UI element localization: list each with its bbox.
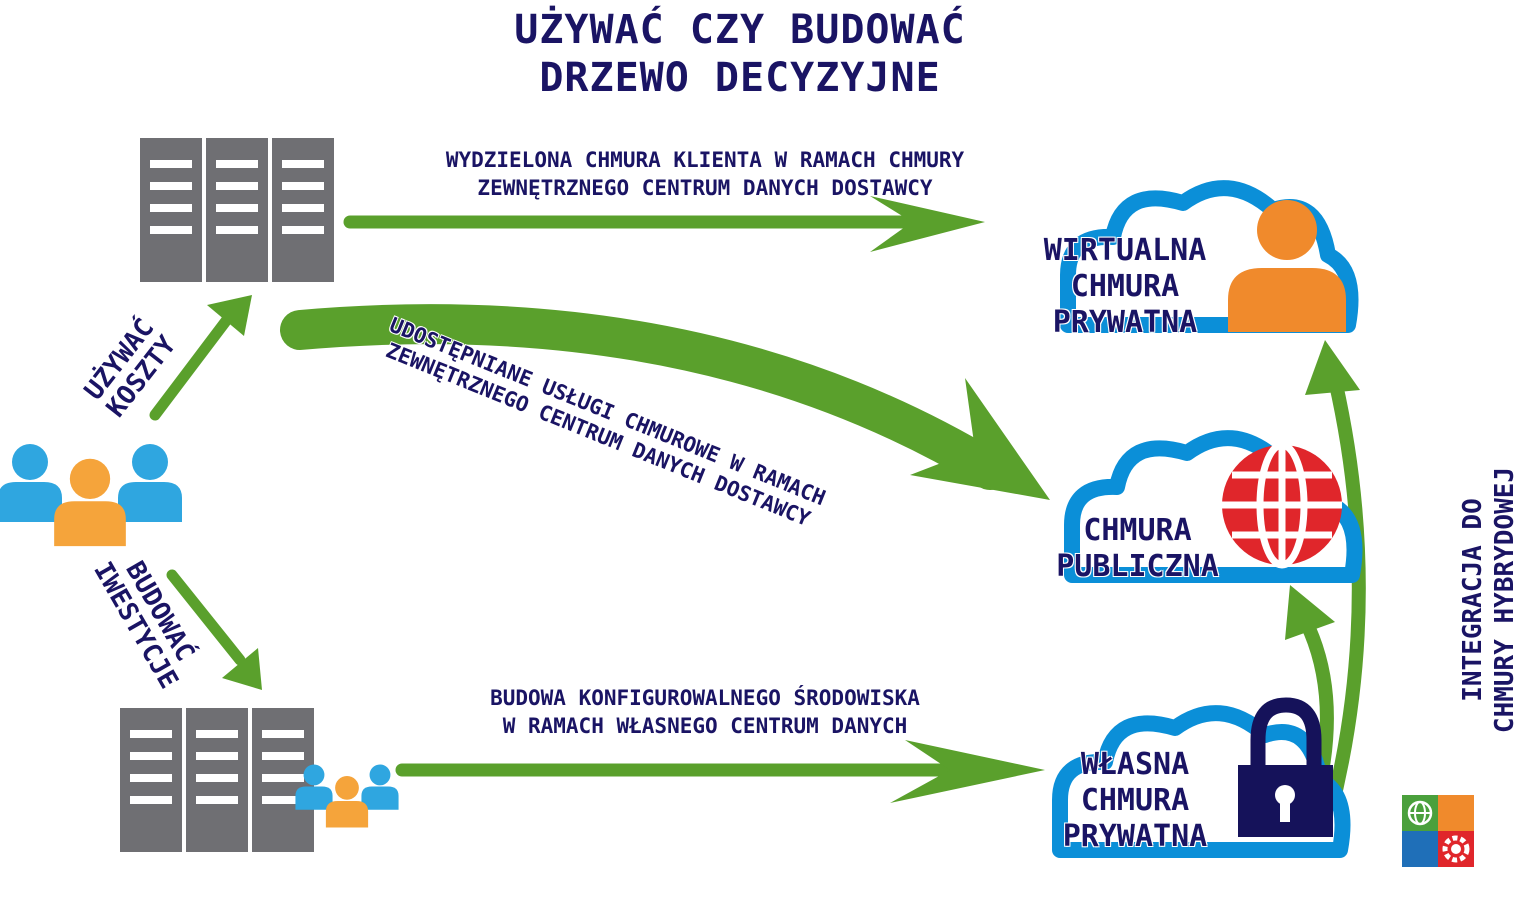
arrow-dedicated <box>343 196 985 252</box>
lock-icon <box>1238 697 1333 837</box>
own-cloud-line-2: CHMURA <box>1080 783 1190 818</box>
public-cloud-line-2: PUBLICZNA <box>1056 549 1219 584</box>
arrow-integration-to-virtual <box>1305 340 1366 822</box>
public-cloud-line-1: CHMURA <box>1083 513 1192 548</box>
integration-line-2: CHMURY HYBRYDOWEJ <box>1490 466 1520 734</box>
title-line-2: DRZEWO DECYZYJNE <box>539 55 941 101</box>
arrow-build-down <box>166 569 262 690</box>
arrow-build <box>395 740 1045 803</box>
globe-icon <box>1222 441 1342 569</box>
edge-build-line-2: W RAMACH WŁASNEGO CENTRUM DANYCH <box>502 714 908 738</box>
integration-line-1: INTEGRACJA DO <box>1458 498 1488 702</box>
virtual-cloud-line-3: PRYWATNA <box>1052 305 1198 340</box>
arrow-use-up <box>149 295 252 421</box>
arrow-shared <box>280 304 1050 500</box>
server-rack-bottom-icon <box>120 708 314 852</box>
server-rack-top-icon <box>140 138 334 282</box>
edge-build-line-1: BUDOWA KONFIGUROWALNEGO ŚRODOWISKA <box>490 686 920 710</box>
edge-dedicated-line-1: WYDZIELONA CHMURA KLIENTA W RAMACH CHMUR… <box>445 148 965 172</box>
title-line-1: UŻYWAĆ CZY BUDOWAĆ <box>514 7 966 53</box>
own-cloud-line-3: PRYWATNA <box>1062 819 1208 854</box>
virtual-cloud-line-2: CHMURA <box>1070 269 1180 304</box>
user-icon <box>1228 200 1346 332</box>
virtual-cloud-line-1: WIRTUALNA <box>1043 233 1207 268</box>
own-cloud-line-1: WŁASNA <box>1080 747 1190 782</box>
hybrid-integration-icon <box>1402 795 1474 867</box>
users-group-icon <box>0 444 182 547</box>
edge-dedicated-line-2: ZEWNĘTRZNEGO CENTRUM DANYCH DOSTAWCY <box>477 176 933 200</box>
integration-label: INTEGRACJA DO CHMURY HYBRYDOWEJ <box>1458 400 1522 800</box>
